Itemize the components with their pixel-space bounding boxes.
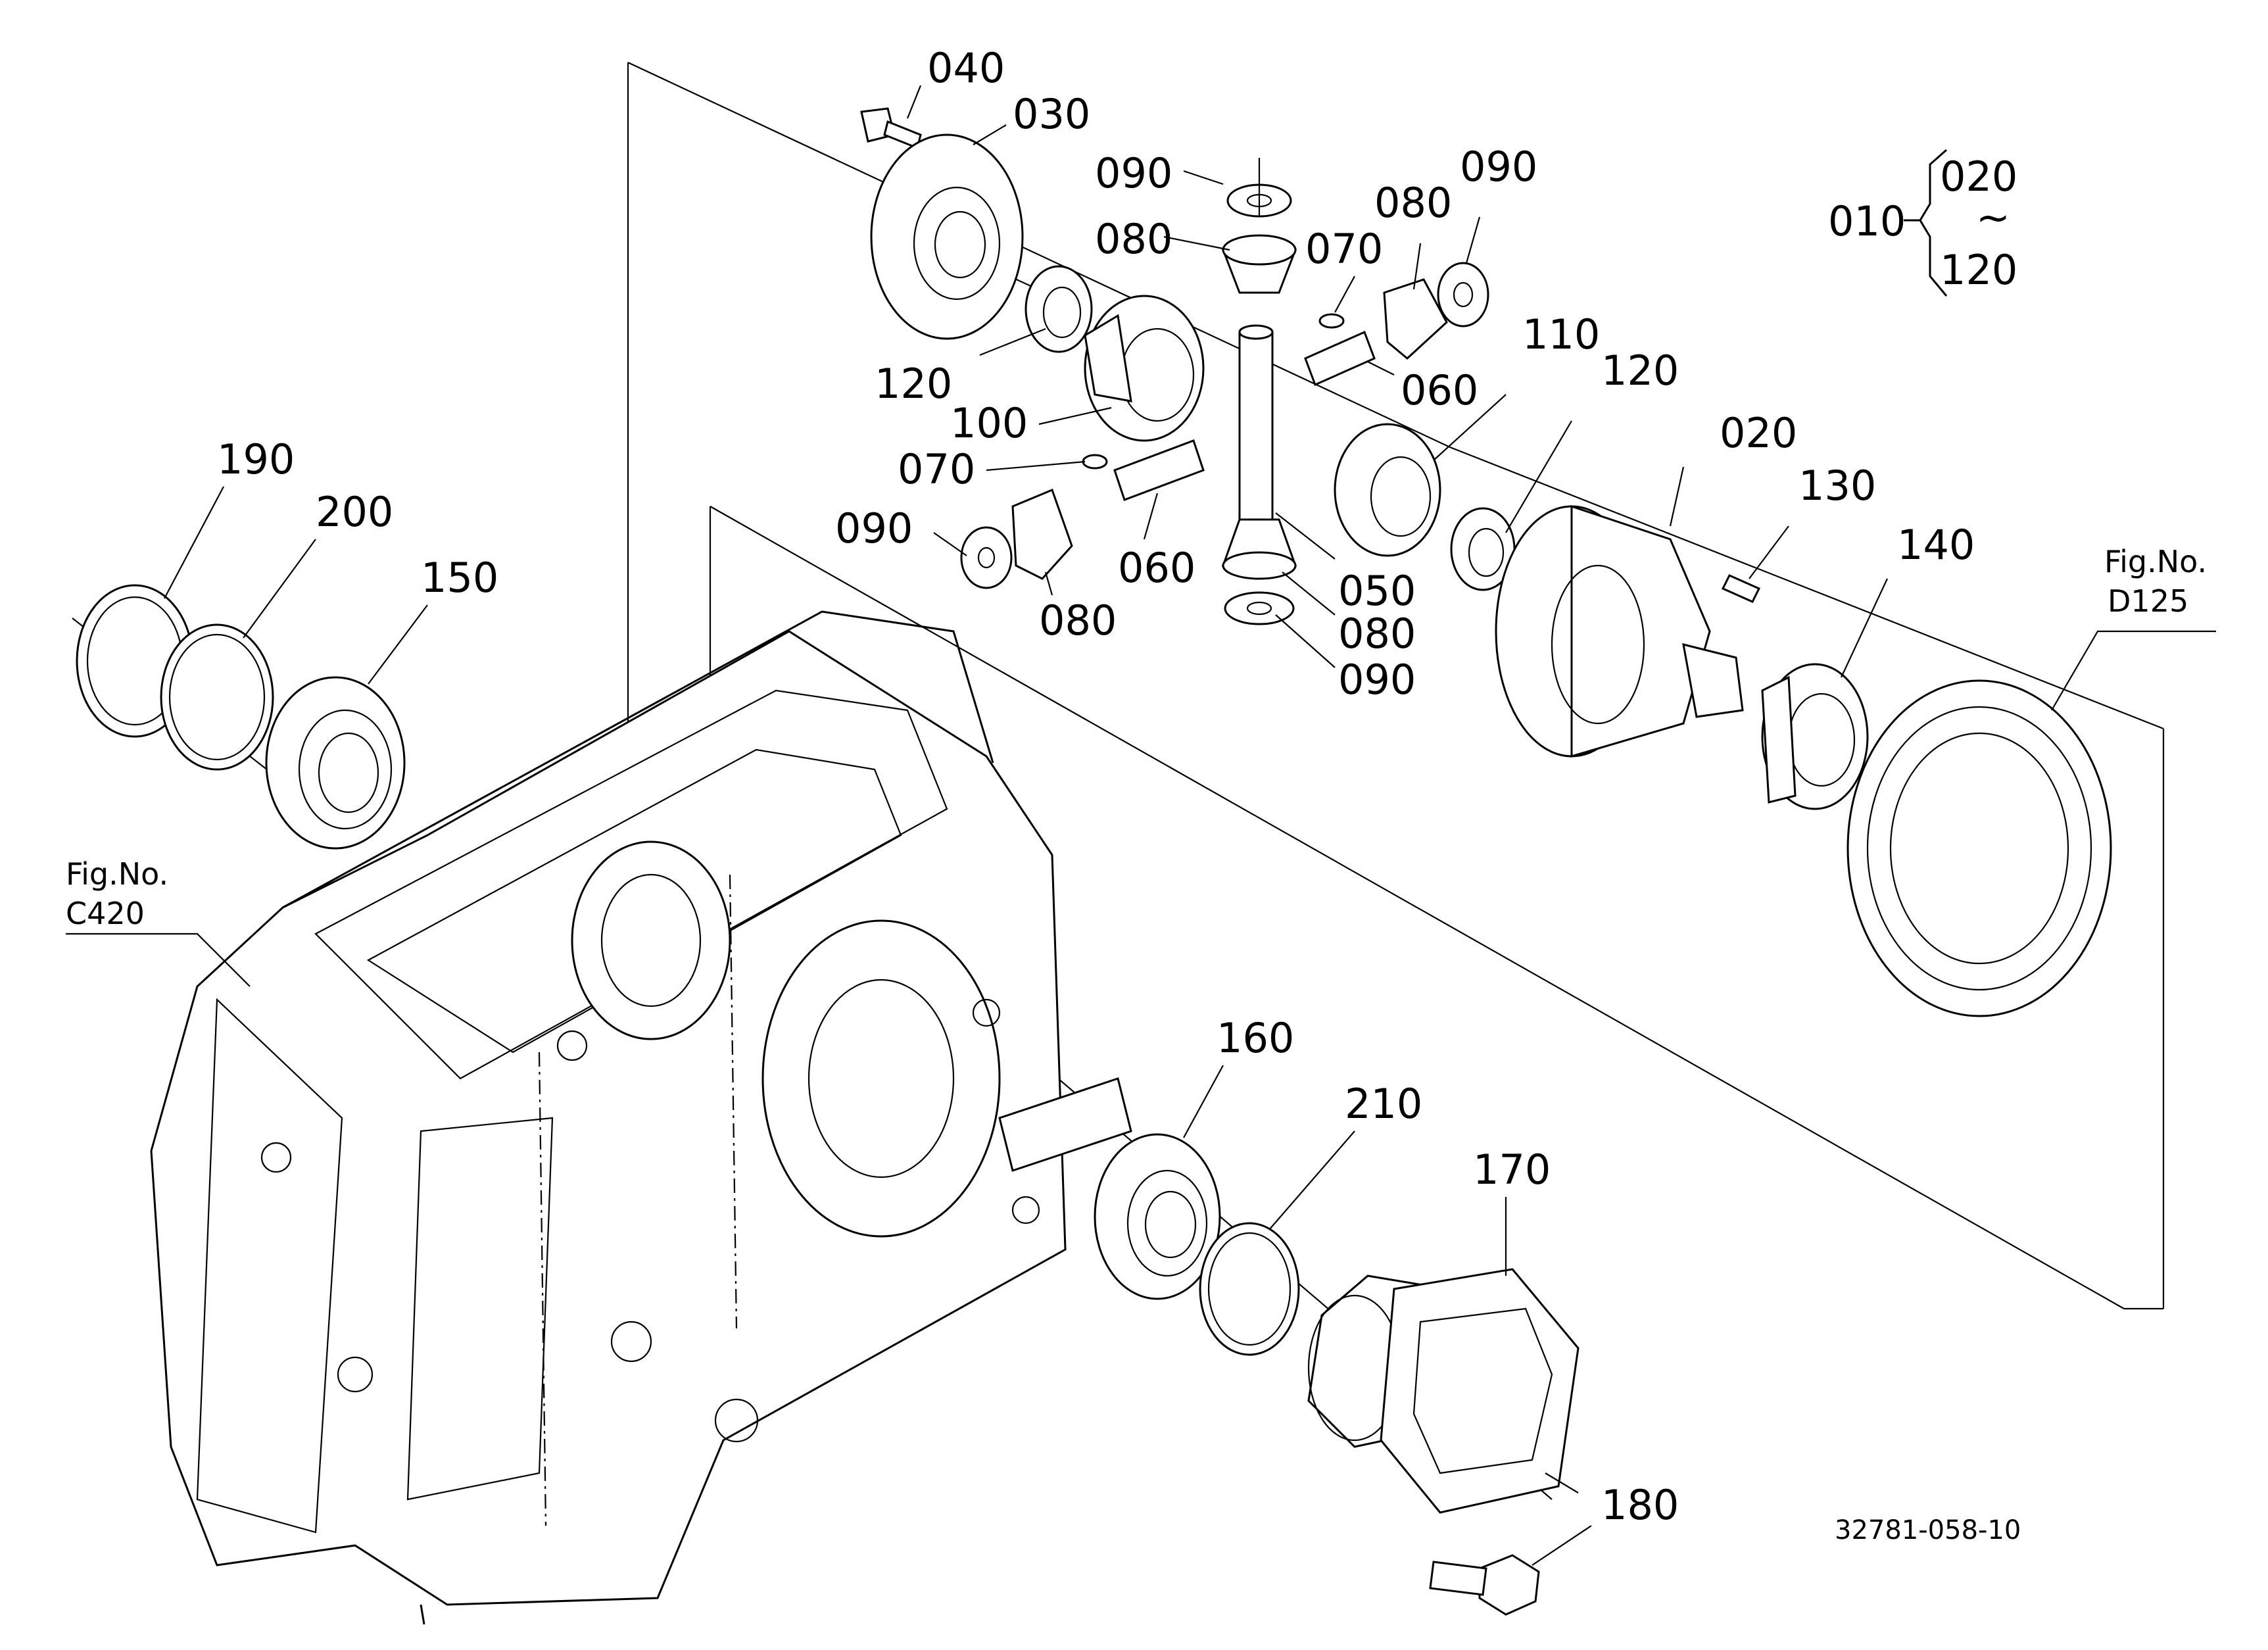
callout-210: 210: [1345, 1080, 1422, 1128]
fig-ref-c420-line2: C420: [66, 896, 145, 931]
callout-090: 090: [1095, 149, 1172, 197]
callout-020: 020: [1720, 409, 1797, 457]
part-160-bearing: [1094, 1133, 1221, 1300]
callout-050: 050: [1338, 567, 1416, 615]
callout-140: 140: [1897, 521, 1975, 569]
callout-170: 170: [1473, 1146, 1551, 1194]
assembly-parent-label: 010: [1828, 197, 1906, 245]
callout-080: 080: [1095, 215, 1172, 263]
figure-references: Fig.No. D125 Fig.No. C420: [66, 544, 2207, 931]
left-bearing-group: [76, 584, 406, 850]
callout-090: 090: [1338, 656, 1416, 704]
callout-070: 070: [898, 445, 975, 493]
fig-ref-d125-line2: D125: [2108, 583, 2188, 619]
callout-040: 040: [927, 44, 1005, 92]
part-200-ring: [160, 623, 274, 771]
assembly-to-label: 120: [1940, 246, 2017, 294]
leader-lines: [66, 85, 2216, 1566]
callout-080: 080: [1338, 610, 1416, 658]
callout-120: 120: [875, 360, 952, 408]
drawing-code: 32781-058-10: [1835, 1515, 2021, 1545]
fig-ref-d125-line1: Fig.No.: [2104, 544, 2207, 579]
callout-030: 030: [1013, 90, 1090, 138]
fig-ref-c420-line1: Fig.No.: [66, 856, 168, 892]
callout-130: 130: [1798, 462, 1876, 510]
part-210-ring: [1199, 1222, 1300, 1356]
callout-190: 190: [217, 435, 295, 483]
callout-080: 080: [1039, 596, 1117, 644]
callout-070: 070: [1305, 225, 1383, 273]
callout-labels: 040 030 090 080 070 080 090 120 100 060 …: [217, 44, 1975, 1529]
callout-160: 160: [1217, 1014, 1294, 1062]
callout-060: 060: [1118, 544, 1195, 592]
assembly-tilde: ~: [1976, 193, 2010, 241]
callout-080: 080: [1374, 179, 1452, 227]
part-180-plug: [1478, 1554, 1540, 1616]
callout-120: 120: [1601, 347, 1679, 395]
callout-110: 110: [1522, 310, 1600, 358]
transmission-case: [150, 610, 1132, 1625]
callout-090: 090: [835, 504, 913, 552]
callout-090: 090: [1460, 143, 1537, 191]
part-150-bearing: [265, 676, 406, 850]
callout-200: 200: [316, 488, 393, 536]
assembly-from-label: 020: [1940, 153, 2017, 201]
assembly-bracket: [1904, 149, 1948, 297]
callout-100: 100: [950, 399, 1028, 447]
callout-060: 060: [1401, 366, 1478, 414]
callout-150: 150: [421, 554, 498, 602]
differential-upper-group: [860, 107, 2112, 1017]
lower-right-group: [1094, 1133, 1580, 1616]
callout-180: 180: [1601, 1481, 1679, 1529]
assembly-labels: 010 020 ~ 120: [1828, 153, 2017, 294]
